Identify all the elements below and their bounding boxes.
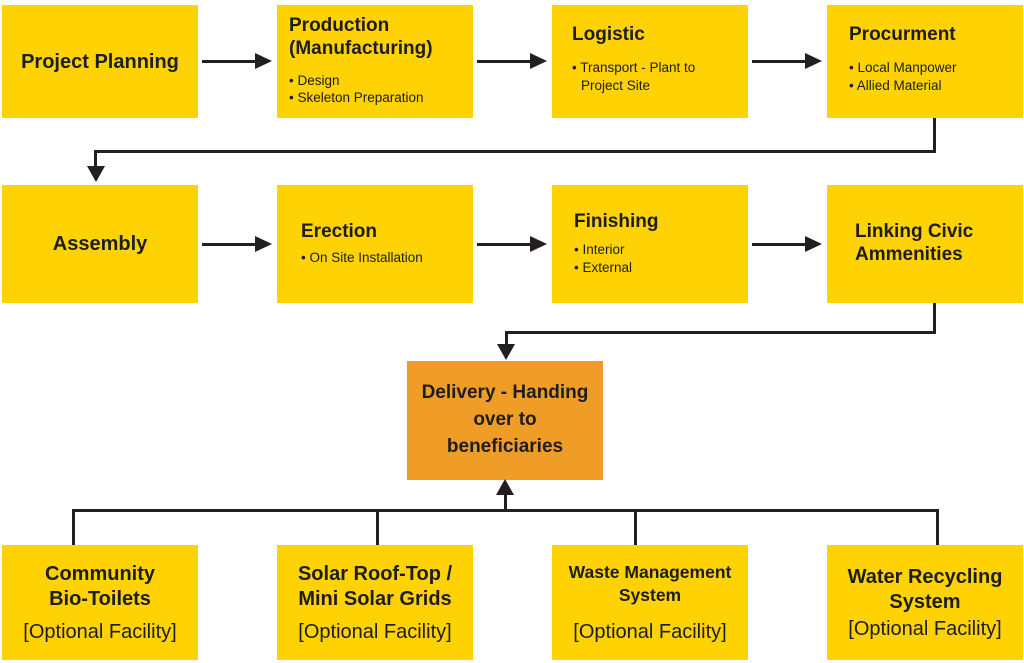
box-title: Production (Manufacturing) (289, 15, 467, 61)
bullet-item: • Transport - Plant to (572, 59, 696, 75)
bullet-item: • Allied Material (849, 77, 942, 93)
connector-waste-stub-segment (634, 509, 637, 545)
box-title: Finishing (574, 211, 659, 233)
bullet-item: • External (574, 259, 633, 275)
box-title: Assembly (52, 233, 148, 255)
arrowhead-right-icon (255, 53, 272, 69)
arrow-assembly-to-erection-icon (202, 236, 272, 252)
connector-water-stub-segment (936, 509, 939, 545)
box-title-line2: Bio-Toilets (49, 587, 151, 610)
box-production: Production (Manufacturing) • Design • Sk… (277, 5, 473, 118)
box-title: Community Bio-Toilets (45, 562, 155, 612)
box-title: Delivery - Handing over to beneficiaries (422, 380, 589, 461)
box-title: Water Recycling System (848, 565, 1003, 615)
connector-linking-horizontal-segment (505, 331, 936, 334)
box-title: Linking Civic Ammenities (855, 221, 1023, 267)
connector-delivery-up-segment (504, 493, 507, 511)
arrow-shaft (477, 59, 532, 63)
connector-procurment-down-segment (933, 118, 936, 153)
arrowhead-right-icon (255, 236, 272, 252)
box-waste-management: Waste Management System [Optional Facili… (552, 545, 748, 660)
box-title-line1: Waste Management (568, 561, 732, 582)
box-title-line2: System (618, 584, 682, 605)
arrow-shaft (202, 242, 257, 246)
connector-procurment-horizontal-segment (94, 150, 936, 153)
arrow-shaft (202, 59, 257, 63)
connector-linking-down-segment (933, 303, 936, 334)
box-procurment: Procurment • Local Manpower • Allied Mat… (827, 5, 1023, 118)
connector-solar-stub-segment (376, 509, 379, 545)
box-assembly: Assembly (2, 185, 198, 303)
box-title-line1: Water Recycling (847, 565, 1003, 588)
box-bullets: • On Site Installation (301, 249, 473, 267)
arrow-shaft (752, 242, 807, 246)
box-project-planning: Project Planning (2, 5, 198, 118)
arrow-erection-to-finishing-icon (477, 236, 547, 252)
box-title-line1: Community (45, 562, 155, 585)
box-title-line1: Delivery - Handing (421, 382, 589, 404)
box-title-line1: Linking Civic (855, 221, 974, 243)
arrow-shaft (752, 59, 807, 63)
arrowhead-right-icon (530, 236, 547, 252)
bullet-item: • Interior (574, 242, 625, 258)
box-bullets: • Design • Skeleton Preparation (289, 72, 467, 108)
optional-facility-note: [Optional Facility] (573, 621, 727, 644)
box-solar-roof-top: Solar Roof-Top / Mini Solar Grids [Optio… (277, 545, 473, 660)
box-title-line2: Ammenities (855, 244, 963, 265)
arrow-shaft (477, 242, 532, 246)
box-title-line1: Solar Roof-Top / (297, 562, 453, 585)
box-title-line2: Mini Solar Grids (298, 587, 452, 610)
arrow-finishing-to-linking-icon (752, 236, 822, 252)
bullet-item-continuation: Project Site (581, 77, 651, 93)
box-title: Erection (301, 220, 378, 242)
arrowhead-down-icon (87, 166, 105, 182)
box-erection: Erection • On Site Installation (277, 185, 473, 303)
box-title-line2: over to (473, 409, 537, 431)
box-finishing: Finishing • Interior • External (552, 185, 748, 303)
box-title-line2: System (889, 590, 961, 613)
bullet-item: • Local Manpower (849, 59, 957, 75)
box-title: Project Planning (21, 50, 179, 73)
box-title: Solar Roof-Top / Mini Solar Grids (298, 562, 452, 612)
arrowhead-right-icon (805, 53, 822, 69)
bullet-item: • Design (289, 72, 340, 88)
box-bullets: • Transport - Plant to Project Site (572, 59, 742, 95)
box-title: Procurment (849, 24, 956, 45)
connector-assembly-drop-segment (94, 150, 97, 168)
optional-facility-note: [Optional Facility] (298, 620, 452, 643)
arrow-planning-to-production-icon (202, 53, 272, 69)
box-title: Logistic (572, 24, 645, 45)
box-title-line3: beneficiaries (446, 435, 564, 457)
box-title: Waste Management System (569, 561, 732, 607)
box-logistic: Logistic • Transport - Plant to Project … (552, 5, 748, 118)
box-bullets: • Interior • External (574, 241, 748, 277)
box-linking-civic-ammenities: Linking Civic Ammenities (827, 185, 1023, 303)
box-water-recycling: Water Recycling System [Optional Facilit… (827, 545, 1023, 660)
connector-delivery-drop-segment (505, 331, 508, 345)
box-title-line1: Production (289, 15, 390, 36)
optional-facility-note: [Optional Facility] (23, 620, 177, 643)
arrowhead-right-icon (805, 236, 822, 252)
box-title-line2: (Manufacturing) (289, 37, 433, 59)
bullet-item: • On Site Installation (301, 250, 423, 266)
optional-facility-note: [Optional Facility] (848, 617, 1002, 640)
box-community-bio-toilets: Community Bio-Toilets [Optional Facility… (2, 545, 198, 660)
arrowhead-down-icon (497, 344, 515, 360)
box-bullets: • Local Manpower • Allied Material (849, 59, 1017, 95)
arrow-production-to-logistic-icon (477, 53, 547, 69)
connector-community-stub-segment (72, 509, 75, 545)
box-delivery: Delivery - Handing over to beneficiaries (407, 361, 603, 480)
arrowhead-up-icon (496, 479, 514, 495)
bullet-item: • Skeleton Preparation (289, 90, 424, 106)
arrow-logistic-to-procurment-icon (752, 53, 822, 69)
arrowhead-right-icon (530, 53, 547, 69)
